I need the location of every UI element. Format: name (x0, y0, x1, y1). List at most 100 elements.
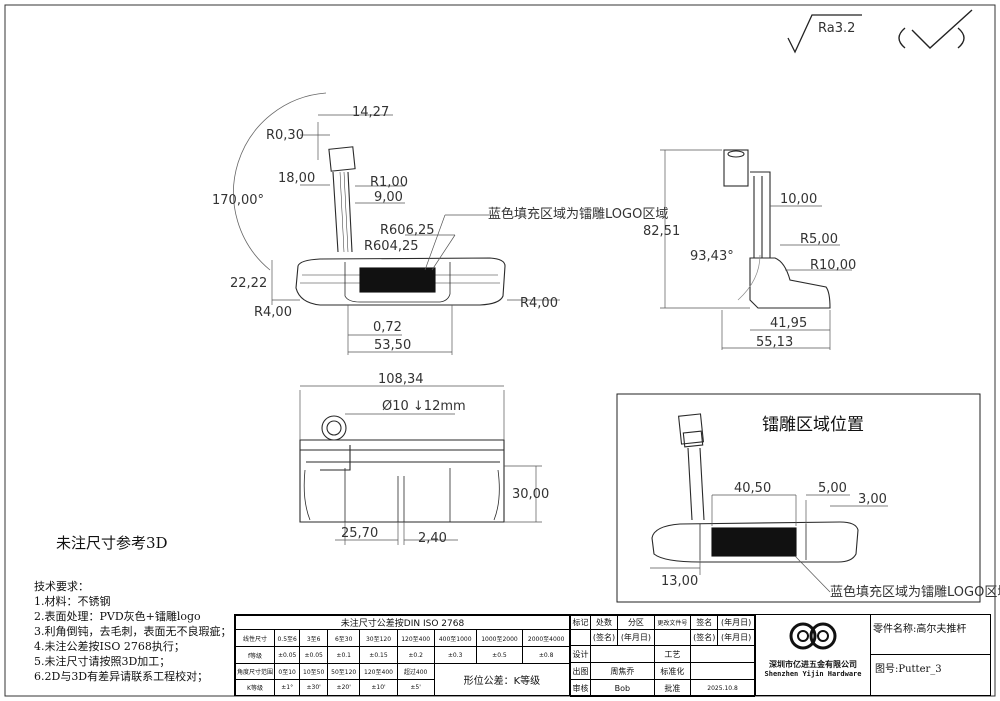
row-label: f等级 (235, 646, 275, 664)
general-roughness-check-icon (898, 9, 973, 49)
dim-r4-00-left: R4,00 (254, 305, 292, 320)
front-view (233, 92, 560, 355)
dim-55-13: 55,13 (756, 335, 793, 350)
dim-r1-00: R1,00 (370, 175, 408, 190)
tech-item: 2.表面处理：PVD灰色+镭雕logo (34, 610, 201, 623)
rev-cell (653, 629, 692, 646)
linear-range: 2000至4000 (522, 629, 570, 647)
company-logo-icon (789, 622, 837, 650)
sheet-border (4, 4, 996, 697)
tolerance-table: 未注尺寸公差按DIN ISO 2768 线性尺寸 0.5至6 3至6 6至30 … (235, 615, 571, 696)
approval-name: 周焦乔 (589, 662, 655, 680)
logo-detail-view (650, 413, 888, 593)
dim-2-40: 2,40 (418, 531, 447, 546)
dim-r4-00-right: R4,00 (520, 296, 558, 311)
approval-label: 审核 (570, 679, 591, 697)
approval-role: 批准 (653, 679, 692, 697)
linear-tol: ±0.05 (299, 646, 328, 664)
linear-range: 0.5至6 (273, 629, 301, 647)
tech-item: 4.未注公差按ISO 2768执行； (34, 640, 185, 653)
angle-range: 超过400 (396, 663, 435, 680)
dim-0-72: 0,72 (373, 320, 402, 335)
technical-requirements: 技术要求： 1.材料：不锈钢 2.表面处理：PVD灰色+镭雕logo 3.利角倒… (34, 579, 232, 684)
angle-range: 10至50 (299, 663, 328, 680)
dim-18-00: 18,00 (278, 171, 315, 186)
rev-header: 标记 (570, 615, 591, 630)
rev-cell: (签名) (589, 629, 619, 646)
top-view-dimensions: 108,34 Ø10 ↓12mm 30,00 25,70 2,40 (341, 372, 549, 546)
linear-tol: ±0.8 (522, 646, 570, 664)
rev-cell: (签名) (690, 629, 719, 646)
tech-heading: 技术要求： (34, 580, 89, 593)
dim-r606-25: R606,25 (380, 223, 435, 238)
angle-range: 0至10 (273, 663, 301, 680)
dim-r5-00: R5,00 (800, 232, 838, 247)
row-label: K等级 (235, 679, 275, 696)
dim-30-00: 30,00 (512, 487, 549, 502)
title-block: 未注尺寸公差按DIN ISO 2768 线性尺寸 0.5至6 3至6 6至30 … (234, 614, 991, 697)
dim-53-50: 53,50 (374, 338, 411, 353)
tolerance-header: 未注尺寸公差按DIN ISO 2768 (235, 615, 570, 630)
linear-range: 120至400 (396, 629, 435, 647)
company-name-en: Shenzhen Yijin Hardware (764, 670, 862, 678)
dim-3-00: 3,00 (858, 492, 887, 507)
rev-header: (年月日) (717, 615, 755, 630)
logo-detail-title: 镭雕区域位置 (762, 415, 864, 435)
rev-header: 处数 (589, 615, 619, 630)
rev-header: 更改文件号 (653, 615, 692, 630)
dim-angle-93-43: 93,43° (690, 249, 734, 264)
side-view-dimensions: 82,51 10,00 93,43° R5,00 R10,00 41,95 55… (643, 192, 856, 350)
approval-role: 标准化 (653, 662, 692, 680)
angle-tol: ±1° (273, 679, 301, 696)
logo-area-callout-front: 蓝色填充区域为镭雕LOGO区域 (488, 206, 668, 222)
linear-range: 3至6 (299, 629, 328, 647)
row-label: 角度尺寸范围 (235, 663, 275, 680)
angle-range: 50至120 (326, 663, 361, 680)
row-label: 线性尺寸 (235, 629, 275, 647)
logo-detail-frame (616, 393, 981, 603)
approval-label: 设计 (570, 645, 591, 663)
dim-25-70: 25,70 (341, 526, 378, 541)
part-name: 零件名称:高尔夫推杆 (871, 615, 991, 655)
rev-header: 分区 (617, 615, 655, 630)
reference-note: 未注尺寸参考3D (56, 534, 168, 552)
linear-tol: ±0.2 (396, 646, 435, 664)
dim-82-51: 82,51 (643, 224, 680, 239)
dim-5-00: 5,00 (818, 481, 847, 496)
linear-range: 6至30 (326, 629, 361, 647)
part-info: 零件名称:高尔夫推杆 图号:Putter_3 (870, 615, 991, 696)
dim-angle-170: 170,00° (212, 193, 264, 208)
dim-22-22: 22,22 (230, 276, 267, 291)
rev-cell: (年月日) (717, 629, 755, 646)
dim-108-34: 108,34 (378, 372, 424, 387)
angle-tol: ±10' (359, 679, 398, 696)
approval-table: 标记 处数 分区 更改文件号 签名 (年月日) (签名) (年月日) (签名) … (570, 615, 755, 697)
side-view (660, 149, 852, 350)
linear-range: 30至120 (359, 629, 398, 647)
dim-41-95: 41,95 (770, 316, 807, 331)
drawing-number: 图号:Putter_3 (875, 664, 942, 675)
approval-name: Bob (589, 679, 655, 697)
angle-tol: ±20' (326, 679, 361, 696)
dim-r604-25: R604,25 (364, 239, 419, 254)
tech-item: 3.利角倒钝，去毛刺，表面无不良瑕疵； (34, 625, 232, 638)
approval-label: 出图 (570, 662, 591, 680)
dim-9-00: 9,00 (374, 190, 403, 205)
logo-detail-dimensions: 镭雕区域位置 40,50 5,00 3,00 13,00 蓝色填充区域为镭雕LO… (661, 415, 1000, 600)
angle-range: 120至400 (359, 663, 398, 680)
linear-range: 400至1000 (433, 629, 477, 647)
dim-10-00: 10,00 (780, 192, 817, 207)
dim-r10-00: R10,00 (810, 258, 856, 273)
dim-40-50: 40,50 (734, 481, 771, 496)
company-block: 深圳市亿进五金有限公司 Shenzhen Yijin Hardware (755, 615, 870, 696)
logo-area-callout-detail: 蓝色填充区域为镭雕LOGO区域 (830, 584, 1000, 600)
tech-item: 1.材料：不锈钢 (34, 595, 111, 608)
dim-hole-10: Ø10 ↓12mm (382, 399, 466, 414)
linear-tol: ±0.05 (273, 646, 301, 664)
tech-item: 6.2D与3D有差异请联系工程校对； (34, 670, 209, 683)
roughness-symbol: Ra3.2 (787, 14, 862, 54)
approval-role: 工艺 (653, 645, 692, 663)
front-view-dimensions: 170,00° R0,30 14,27 18,00 R1,00 9,00 R60… (212, 105, 668, 353)
roughness-value: Ra3.2 (818, 21, 855, 36)
